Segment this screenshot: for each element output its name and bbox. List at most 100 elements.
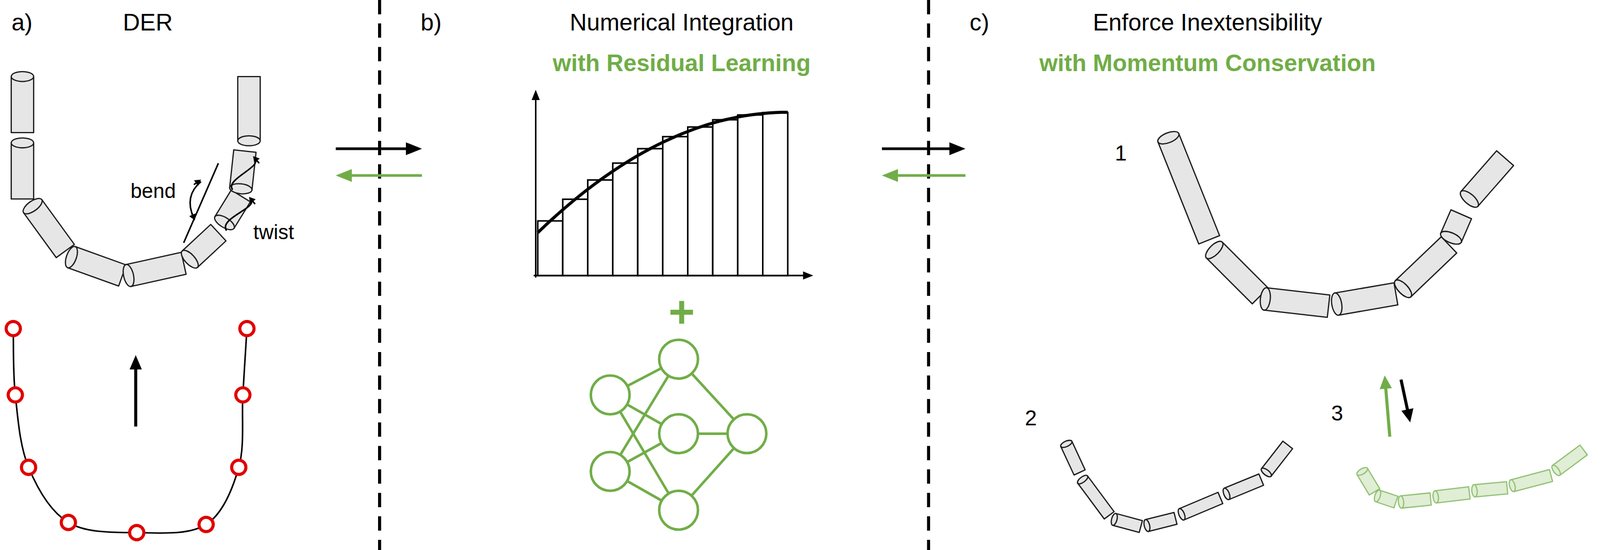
rod-segment <box>1550 445 1588 478</box>
rod-segment <box>1355 466 1380 496</box>
arrow-head <box>803 271 814 280</box>
cylinder-end <box>121 263 137 288</box>
arrow-head <box>1401 408 1414 424</box>
rod-segment <box>1507 470 1553 493</box>
rod-segment <box>1397 493 1432 509</box>
plus-sign: + <box>668 285 695 340</box>
cylinder-end <box>1471 485 1478 498</box>
cylinder-end <box>178 247 201 271</box>
panel: DER <box>0 0 330 550</box>
arrow-shaft <box>134 368 138 428</box>
cylinder-body <box>1157 133 1220 245</box>
rod-segment <box>1059 439 1086 476</box>
cylinder-end <box>1221 487 1232 502</box>
cylinder-end <box>1202 238 1226 262</box>
cylinder-body <box>11 76 34 133</box>
rod-segment <box>11 71 34 133</box>
twist-arc <box>225 200 252 231</box>
step-number: 3 <box>1331 400 1343 427</box>
arrow-shaft <box>897 174 966 178</box>
panel-divider <box>378 0 382 550</box>
riemann-bar <box>712 119 738 276</box>
rod-segment <box>20 195 75 258</box>
riemann-bar <box>662 136 689 276</box>
cylinder-end <box>1372 489 1383 503</box>
arrow-head <box>193 179 201 187</box>
arrow-shaft <box>335 147 407 151</box>
rod-segment <box>1258 287 1330 318</box>
lift-arrow <box>129 355 142 428</box>
cylinder-end <box>1076 474 1090 487</box>
cylinder-end <box>1432 491 1440 504</box>
nn-neuron <box>590 375 630 415</box>
cylinder-end <box>1457 187 1482 211</box>
flow-arrow <box>335 169 422 183</box>
arrow-head <box>129 355 142 371</box>
cylinder-end <box>1176 508 1187 522</box>
arrow-head <box>881 169 898 183</box>
cylinder-end <box>11 138 34 148</box>
panel-subtitle: with Momentum Conservation <box>1039 49 1376 78</box>
step-arrow <box>1400 379 1414 423</box>
cylinder-end <box>1438 229 1464 248</box>
node-point <box>235 388 251 403</box>
flow-arrow <box>335 142 422 156</box>
twist-arrow <box>248 197 256 205</box>
step-number: 1 <box>1114 140 1127 166</box>
rod-segment <box>1457 151 1514 211</box>
cylinder-end <box>1355 466 1370 478</box>
bend-arc <box>190 181 201 219</box>
cylinder-body <box>1179 492 1223 521</box>
riemann-bar <box>587 179 614 276</box>
bend-arrow <box>189 213 196 221</box>
cylinder-end <box>63 245 81 270</box>
cylinder-end <box>1156 129 1181 147</box>
cylinder-body <box>1435 487 1471 504</box>
riemann-bar <box>637 148 663 276</box>
cylinder-end <box>1258 287 1272 312</box>
riemann-bar <box>737 115 764 276</box>
cylinder-end <box>1142 519 1151 533</box>
panel-title: DER <box>123 8 173 37</box>
panel-subtitle: with Residual Learning <box>552 49 811 78</box>
cylinder-end <box>1550 464 1562 478</box>
rod-segment <box>1221 474 1264 502</box>
arrow-shaft <box>1400 379 1408 411</box>
twist-arrow <box>253 156 261 164</box>
arrow-shaft <box>351 174 422 178</box>
bend-arrow <box>193 179 201 187</box>
rod-segment <box>1176 492 1224 522</box>
panel-letter: b) <box>420 8 442 37</box>
nn-neuron <box>590 452 630 492</box>
cylinder-body <box>1510 470 1553 493</box>
cylinder-body <box>1474 481 1508 498</box>
tangent-line <box>183 163 219 244</box>
nn-neuron <box>659 414 698 454</box>
cylinder-body <box>1264 288 1331 318</box>
panel-title: Numerical Integration <box>569 8 794 37</box>
node-point <box>199 517 214 533</box>
cylinder-body <box>237 76 261 141</box>
cylinder-end <box>11 71 34 82</box>
rod-segment <box>1259 441 1293 480</box>
centerline-curve <box>13 328 247 534</box>
node-point <box>231 460 247 475</box>
rod-segment <box>1471 481 1508 498</box>
cylinder-end <box>20 195 45 217</box>
arrow-head <box>405 142 422 156</box>
panel-divider <box>926 0 931 550</box>
twist-arc <box>231 159 256 191</box>
flow-arrow <box>881 169 966 183</box>
rod-segment <box>1438 209 1472 247</box>
rod-segment <box>1330 283 1399 317</box>
rod-segment <box>229 149 256 195</box>
arrow-shaft <box>881 147 950 151</box>
arrow-shaft <box>1385 388 1391 438</box>
annotation-label: twist <box>253 220 294 246</box>
node-point <box>8 388 23 403</box>
nn-neuron <box>727 414 767 454</box>
cylinder-end <box>237 136 261 146</box>
node-point <box>5 321 21 337</box>
